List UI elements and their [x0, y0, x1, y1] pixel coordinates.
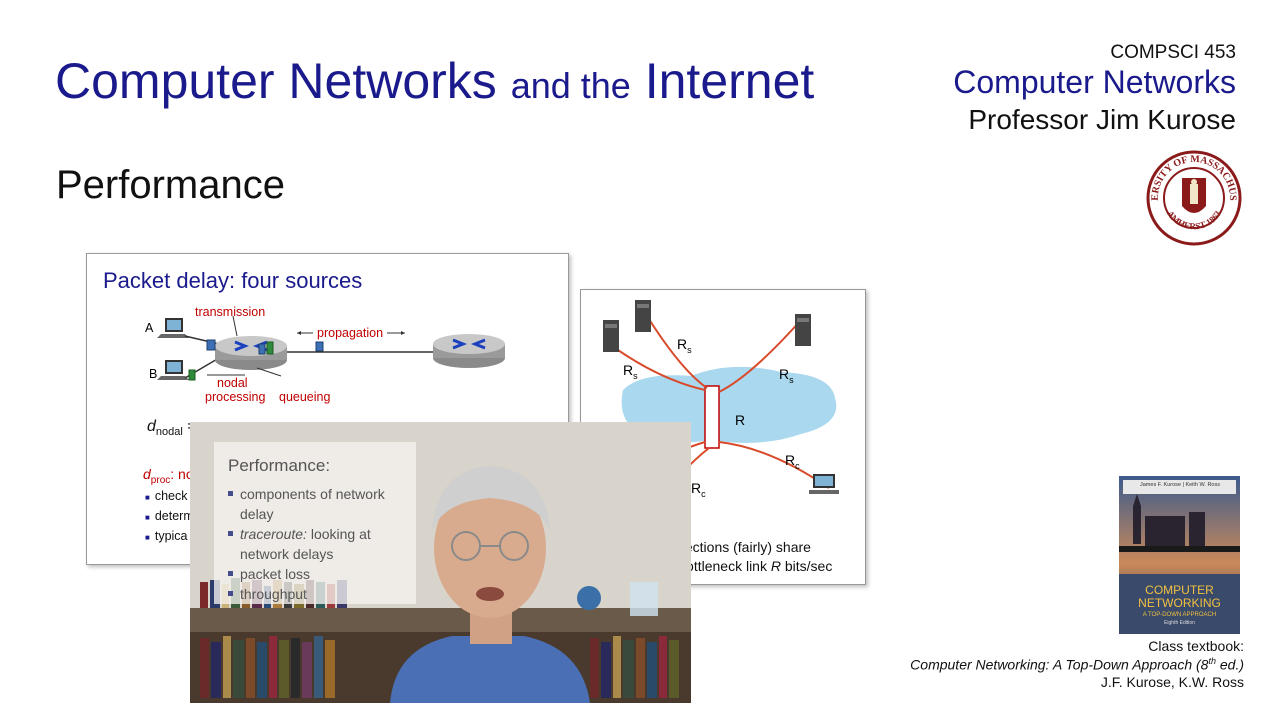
performance-overlay: Performance: components of network delay…	[214, 442, 416, 604]
router-icon	[215, 336, 287, 370]
d-proc-heading: dproc: no	[143, 466, 194, 486]
laptop-a-icon	[157, 318, 189, 338]
server-icon	[635, 300, 651, 332]
propagation-label: propagation	[317, 326, 384, 340]
book-edition: Eighth Edition	[1164, 620, 1195, 626]
d-proc-bullets: ■check ■determ ■typica	[145, 487, 194, 547]
host-a-label: A	[145, 321, 154, 335]
book-authors: James F. Kurose | Keith W. Ross	[1140, 482, 1220, 488]
overlay-title: Performance:	[228, 456, 331, 475]
overlay-list: components of network delay traceroute: …	[228, 484, 418, 604]
desktop-computer-icon	[809, 474, 839, 494]
title-part1: Computer Networks	[55, 53, 497, 109]
slide1-title: Packet delay: four sources	[103, 268, 363, 293]
section-title: Performance	[56, 163, 285, 207]
textbook-cover: James F. Kurose | Keith W. Ross COMPUTER…	[1119, 476, 1240, 634]
queueing-label: queueing	[279, 390, 331, 404]
globe-paperweight-icon	[577, 586, 601, 610]
rs-label: Rs	[779, 366, 794, 385]
overlay-item: packet loss	[228, 564, 418, 584]
lecture-title: Computer Networks and the Internet	[55, 52, 814, 110]
course-name: Computer Networks	[953, 64, 1236, 100]
processing-label: processing	[205, 390, 266, 404]
rs-label: Rs	[677, 336, 692, 355]
title-part2: and the	[510, 65, 631, 106]
overlay-item: traceroute: looking at network delays	[228, 524, 418, 564]
professor-name: Professor Jim Kurose	[968, 104, 1236, 135]
rs-label: Rs	[623, 362, 638, 381]
lecturer-person-icon	[390, 466, 590, 703]
router-icon	[433, 334, 505, 368]
packet-icon	[315, 341, 324, 352]
course-code: COMPSCI 453	[1110, 42, 1236, 63]
rc-label: Rc	[785, 452, 800, 471]
nodal-label: nodal	[217, 376, 248, 390]
packet-icon	[188, 369, 196, 381]
textbook-label: Class textbook:	[1148, 638, 1244, 654]
host-b-label: B	[149, 367, 158, 381]
textbook-authors: J.F. Kurose, K.W. Ross	[1100, 674, 1244, 690]
book-title: COMPUTER NETWORKING	[1138, 583, 1221, 610]
bullet-item: ■typica	[145, 529, 188, 543]
laptop-b-icon	[157, 360, 189, 380]
rc-label: Rc	[691, 480, 706, 499]
packet-icon	[206, 339, 216, 351]
r-label: R	[735, 412, 746, 428]
overlay-item: components of network delay	[228, 484, 418, 524]
textbook-title: Computer Networking: A Top-Down Approach…	[910, 656, 1244, 673]
overlay-item: throughput	[228, 584, 418, 604]
packet-delay-diagram	[157, 315, 505, 381]
server-icon	[795, 314, 811, 346]
server-icon	[603, 320, 619, 352]
book-subtitle: A TOP-DOWN APPROACH	[1142, 612, 1217, 618]
bottleneck-link-icon	[704, 385, 720, 449]
umass-seal-logo: UNIVERSITY OF MASSACHUSETTS AMHERST 1863	[1138, 142, 1246, 246]
title-part3: Internet	[644, 53, 815, 109]
packet-icon	[266, 341, 274, 355]
glass-award-icon	[630, 582, 658, 616]
packet-icon	[258, 343, 266, 355]
transmission-label: transmission	[195, 305, 266, 319]
lecturer-video[interactable]: Performance: components of network delay…	[190, 422, 691, 703]
bullet-item: ■check	[145, 489, 188, 503]
bullet-item: ■determ	[145, 509, 194, 523]
